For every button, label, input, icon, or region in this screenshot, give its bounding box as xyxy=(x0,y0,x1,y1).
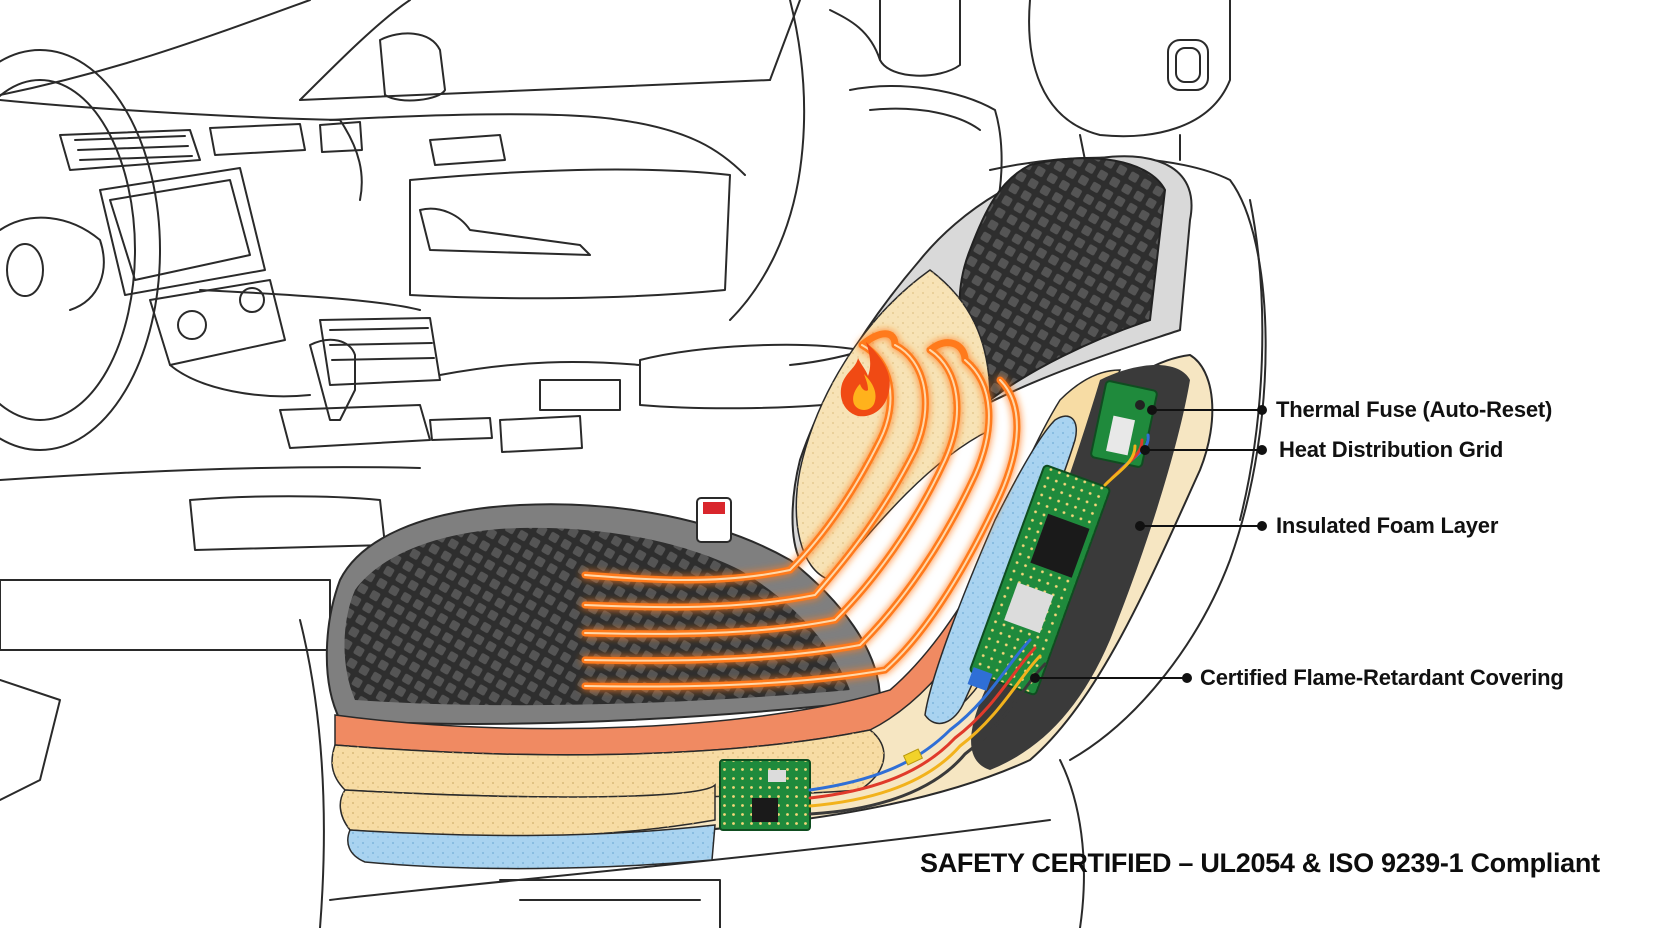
callout-leaders xyxy=(1030,405,1267,683)
control-pcb-lower xyxy=(719,759,811,831)
callout-thermal-fuse: Thermal Fuse (Auto-Reset) xyxy=(1276,397,1553,422)
wiring-harness xyxy=(808,433,1150,816)
callout-flame-retardant-covering: Certified Flame-Retardant Covering xyxy=(1200,665,1564,690)
safety-certification-caption: SAFETY CERTIFIED – UL2054 & ISO 9239-1 C… xyxy=(920,848,1600,878)
flame-icon xyxy=(840,342,890,417)
callout-heat-distribution-grid: Heat Distribution Grid xyxy=(1279,437,1504,462)
control-pcb-main xyxy=(967,464,1111,696)
callout-insulated-foam-layer: Insulated Foam Layer xyxy=(1276,513,1499,538)
car-interior-lineart xyxy=(0,0,1267,928)
